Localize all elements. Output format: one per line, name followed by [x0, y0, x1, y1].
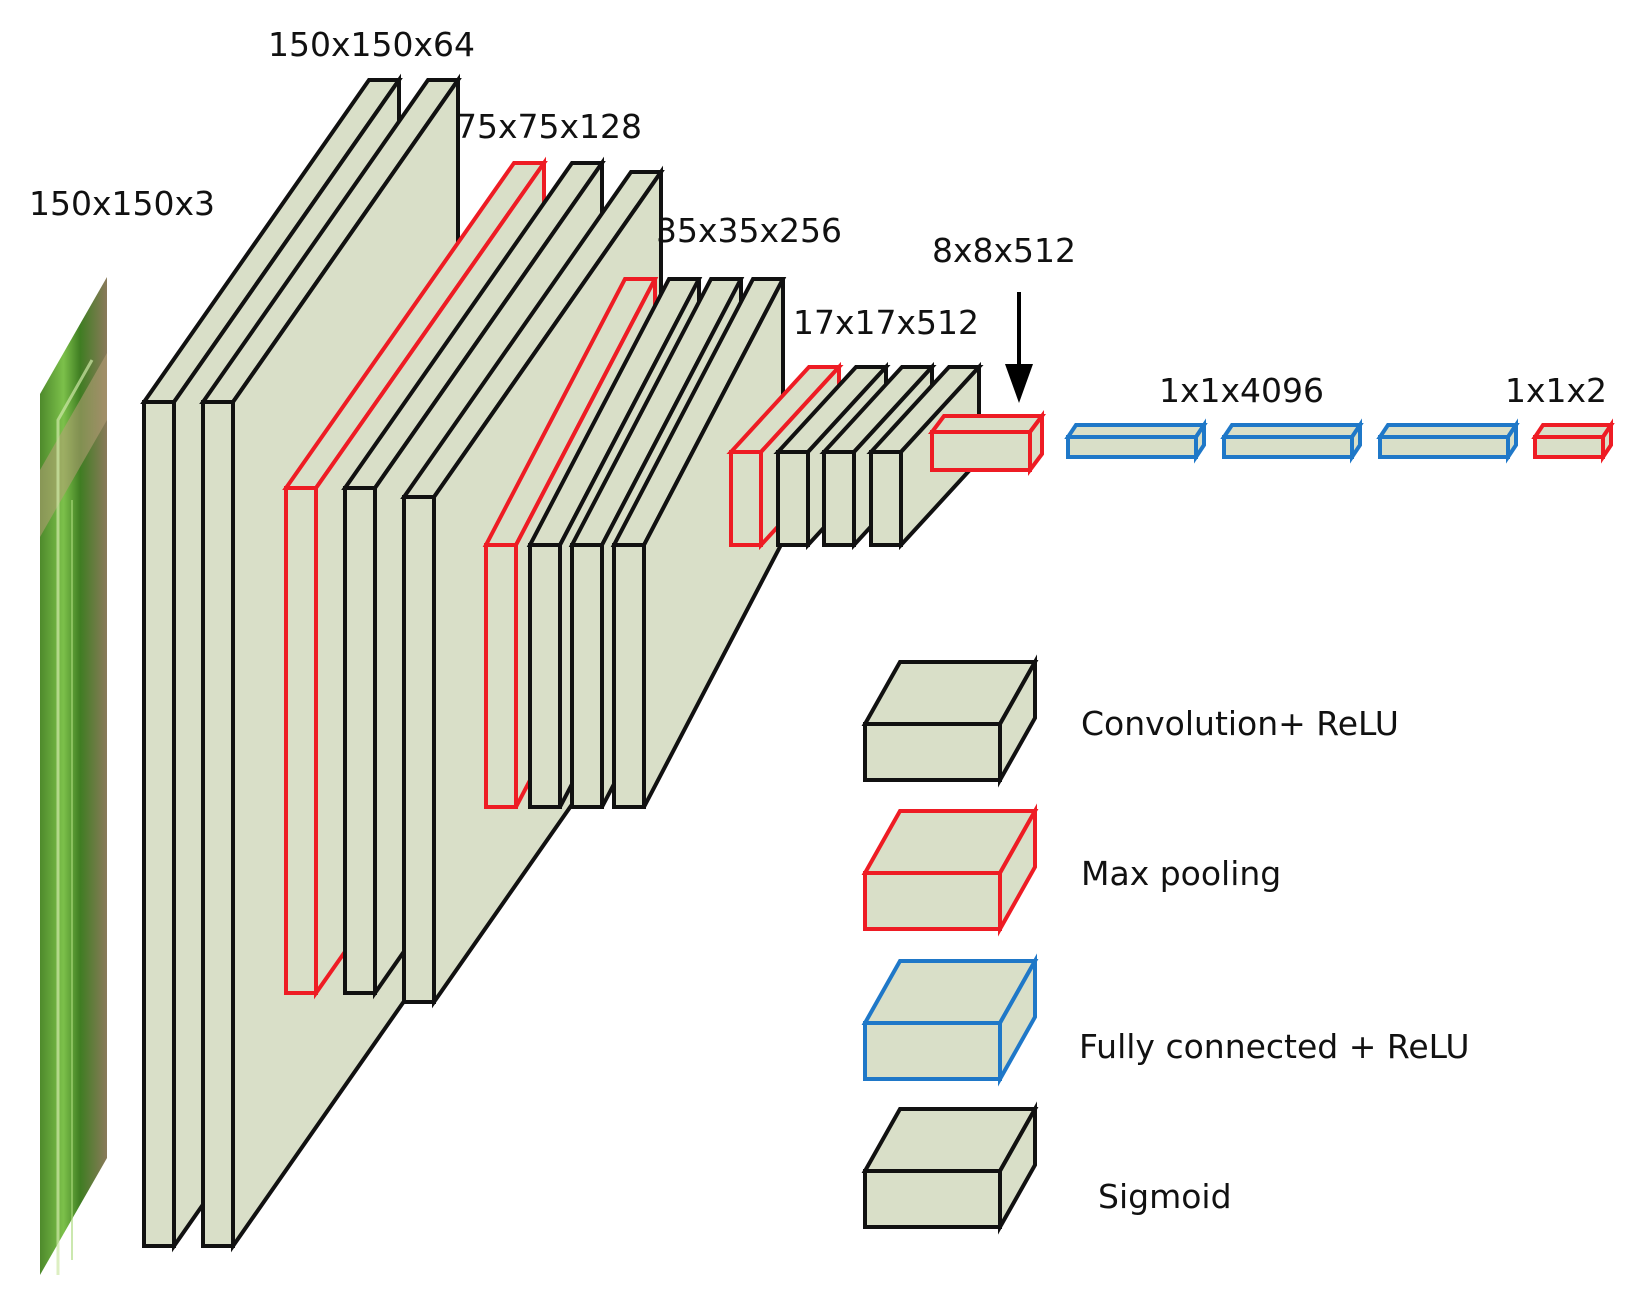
conv1-1-front-face	[142, 400, 176, 1248]
conv3-2-front-face	[570, 543, 604, 809]
conv2-2-front-face	[402, 495, 436, 1004]
pool2-front-face	[484, 543, 518, 809]
block1-dims-label: 150x150x64	[268, 25, 475, 64]
conv4-2-front-face	[822, 450, 856, 547]
legend-sigmoid-icon-front-face	[863, 1169, 1002, 1229]
conv3-3-front-face	[612, 543, 646, 809]
conv4-3-front-face	[869, 450, 903, 547]
legend-conv-icon	[861, 654, 1039, 788]
fc2-front-face	[1222, 435, 1354, 459]
conv3-3	[610, 277, 787, 809]
pool5-arrow	[1005, 292, 1033, 403]
legend-conv-label: Convolution+ ReLU	[1081, 704, 1399, 743]
conv3-1-front-face	[528, 543, 562, 809]
legend-icons	[861, 654, 1039, 1235]
output-dims-label: 1x1x2	[1505, 371, 1607, 410]
legend-pool-icon	[861, 803, 1039, 937]
legend-pool-label: Max pooling	[1081, 854, 1281, 893]
input-image	[40, 277, 107, 1275]
legend-fc-label: Fully connected + ReLU	[1079, 1027, 1470, 1066]
block3-dims-label: 35x35x256	[656, 211, 842, 250]
pool4-top-face	[928, 414, 1046, 434]
layer-stack	[140, 73, 1615, 1253]
pool4	[928, 410, 1046, 476]
fc3-front-face	[1378, 435, 1510, 459]
input-dims-label: 150x150x3	[29, 184, 215, 223]
pool3-front-face	[729, 450, 763, 547]
fc3	[1376, 418, 1520, 464]
pool4-front-face	[930, 430, 1032, 472]
legend-sigmoid-label: Sigmoid	[1098, 1177, 1232, 1216]
legend-fc-icon	[861, 953, 1039, 1087]
fc2	[1220, 418, 1364, 464]
output-sigmoid-front-face	[1533, 435, 1605, 459]
pool5-dims-label: 8x8x512	[932, 231, 1076, 270]
block4-dims-label: 17x17x512	[793, 303, 979, 342]
legend-pool-icon-front-face	[863, 871, 1002, 931]
fc1	[1064, 418, 1208, 464]
conv4-1-front-face	[776, 450, 810, 547]
conv1-2-front-face	[201, 400, 235, 1248]
legend-sigmoid-icon	[861, 1101, 1039, 1235]
output-sigmoid	[1531, 418, 1615, 464]
leaf-vein	[56, 359, 94, 1275]
legend: Convolution+ ReLU Max pooling Fully conn…	[861, 654, 1470, 1235]
block2-dims-label: 75x75x128	[456, 107, 642, 146]
conv2-1-front-face	[343, 486, 377, 995]
fc1-front-face	[1066, 435, 1198, 459]
legend-conv-icon-front-face	[863, 722, 1002, 782]
legend-fc-icon-front-face	[863, 1021, 1002, 1081]
arrow-head	[1005, 364, 1033, 403]
fc-dims-label: 1x1x4096	[1159, 371, 1324, 410]
pool1-front-face	[284, 486, 318, 995]
